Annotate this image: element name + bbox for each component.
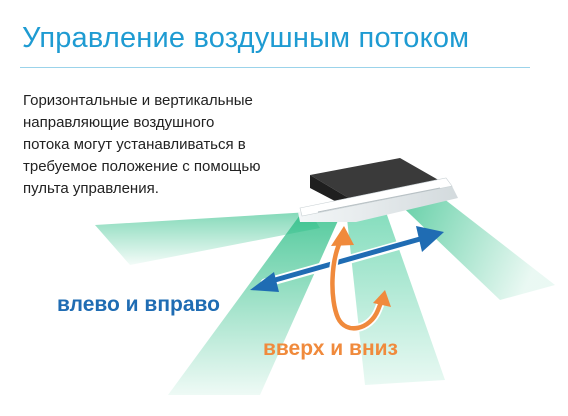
left-right-label: влево и вправо — [57, 293, 220, 316]
page-title: Управление воздушным потоком — [22, 22, 470, 54]
up-down-label: вверх и вниз — [263, 337, 398, 360]
title-divider — [20, 67, 530, 68]
up-down-arrow-icon — [328, 226, 391, 333]
airflow-icon — [95, 188, 555, 395]
air-conditioner-cassette-icon — [298, 158, 458, 222]
left-right-arrow-icon — [250, 226, 444, 292]
description-text: Горизонтальные и вертикальные направляющ… — [23, 92, 261, 197]
